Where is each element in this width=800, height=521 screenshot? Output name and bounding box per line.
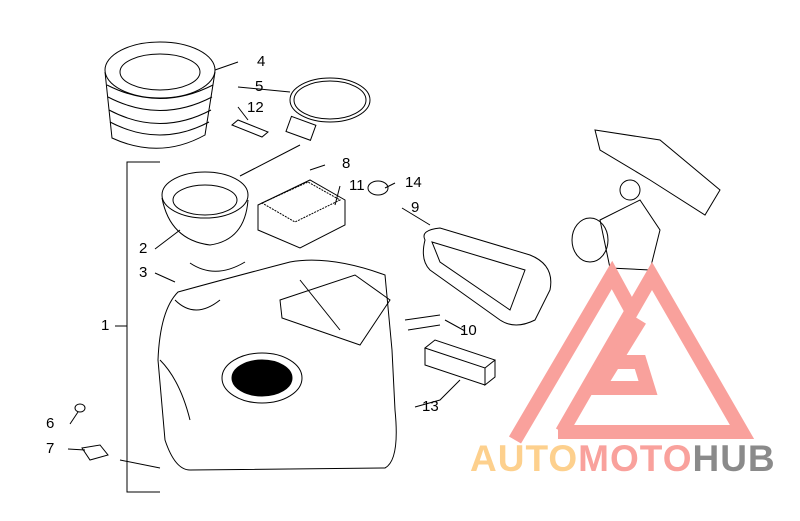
logo-hub: HUB: [692, 438, 776, 479]
bellows-part: [104, 41, 216, 149]
airbox-part: [157, 259, 397, 471]
logo-moto: MOTO: [578, 438, 693, 479]
callout-11: 11: [349, 177, 365, 194]
throttle-body-part: [571, 129, 721, 271]
clamp-part: [289, 77, 371, 123]
callout-9: 9: [411, 199, 420, 216]
callout-14: 14: [405, 174, 422, 191]
duct-part: [161, 171, 249, 219]
callout-13: 13: [422, 398, 439, 415]
intake-part: [422, 227, 552, 326]
callout-4: 4: [257, 53, 266, 70]
small-clamp-part: [367, 180, 389, 196]
logo-mark: [508, 260, 755, 444]
logo-auto: AUTO: [470, 438, 579, 479]
logo-wordmark: AUTOMOTOHUB: [470, 438, 776, 480]
callout-12: 12: [247, 99, 264, 116]
block-part: [423, 339, 497, 387]
assembly-bracket: [126, 161, 160, 493]
strip-part: [231, 119, 269, 138]
callout-10: 10: [460, 322, 477, 339]
callout-1: 1: [101, 317, 110, 334]
callout-8: 8: [342, 155, 351, 172]
filter-part: [257, 179, 346, 249]
callout-5: 5: [255, 78, 264, 95]
screw-part: [404, 314, 441, 331]
callout-7: 7: [46, 440, 55, 457]
callout-2: 2: [139, 240, 148, 257]
callout-3: 3: [139, 264, 148, 281]
callout-6: 6: [46, 415, 55, 432]
